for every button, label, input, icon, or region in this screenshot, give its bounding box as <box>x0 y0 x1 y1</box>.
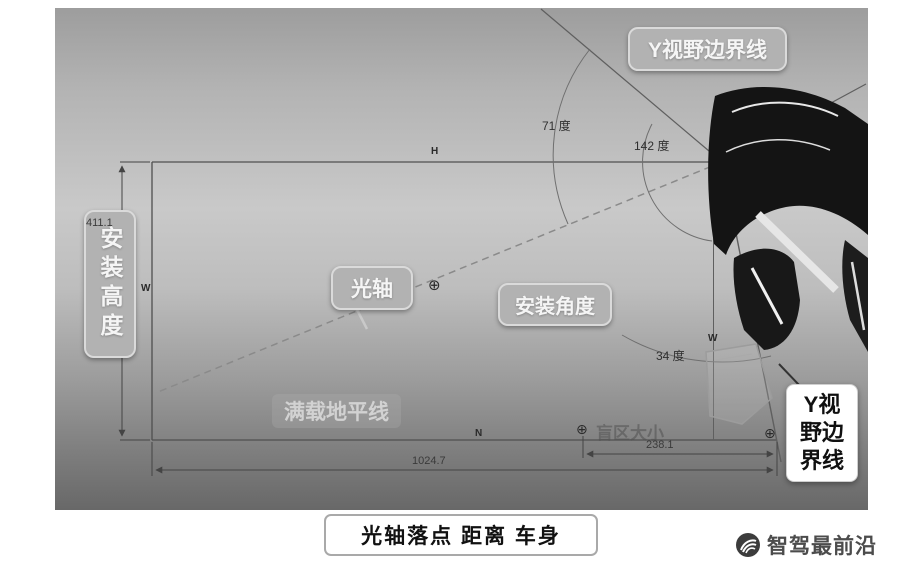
axis-target-marker: ⊕ <box>428 277 441 294</box>
brand-logo-icon <box>736 533 760 557</box>
ground-target-marker-2: ⊕ <box>764 425 776 441</box>
angle-34-label: 34 度 <box>656 349 685 363</box>
blind-dimension-value: 238.1 <box>646 439 674 451</box>
optical-axis-label: 光轴 <box>331 266 413 310</box>
install-height-label: 安装高度 <box>84 210 136 358</box>
cad-viewport <box>55 8 868 510</box>
angle-71-label: 71 度 <box>542 119 571 133</box>
cad-marker-left: W <box>141 283 151 294</box>
brand-watermark-text: 智驾最前沿 <box>767 535 877 558</box>
y-fov-boundary-label-side: Y视野边界线 <box>786 384 858 483</box>
figure-caption-text: 光轴落点 距离 车身 <box>361 525 561 548</box>
full-load-ground-line-label: 满载地平线 <box>272 394 401 428</box>
blind-zone-label: 盲区大小 <box>596 424 664 443</box>
height-dimension-value: 411.1 <box>86 217 113 229</box>
cad-marker-right: W <box>708 333 718 344</box>
cad-marker-top: H <box>431 146 439 157</box>
angle-142-label: 142 度 <box>634 139 670 153</box>
cad-marker-bottom: N <box>475 428 483 439</box>
ground-target-marker-1: ⊕ <box>576 421 588 437</box>
install-angle-label: 安装角度 <box>498 283 612 326</box>
total-dimension-value: 1024.7 <box>412 455 446 467</box>
y-fov-boundary-label-top: Y视野边界线 <box>628 27 788 71</box>
figure-caption: 光轴落点 距离 车身 <box>324 514 598 556</box>
brand-watermark: 智驾最前沿 <box>735 530 877 560</box>
